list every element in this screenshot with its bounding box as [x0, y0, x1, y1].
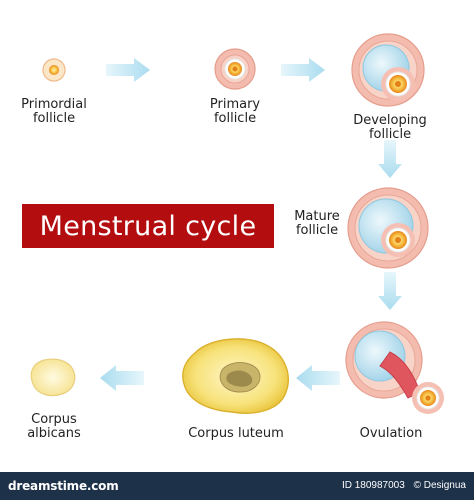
primordial-follicle-illustration: [42, 58, 66, 82]
footer-credit: © Designua: [413, 480, 466, 491]
footer-id: ID 180987003: [341, 480, 405, 491]
label-mature-line2: follicle: [295, 223, 339, 238]
arrow-primary-to-developing: [281, 58, 325, 82]
label-ovulation-line1: Ovulation: [359, 426, 423, 441]
ovulation-illustration: [345, 321, 444, 414]
arrow-mature-to-ovulation: [378, 272, 402, 310]
label-albicans-line2: albicans: [27, 426, 81, 441]
label-primordial-line1: Primordial: [21, 97, 87, 112]
footer-bar: dreamstime.com ID 180987003 © Designua: [0, 472, 474, 500]
label-primordial-line2: follicle: [32, 111, 76, 126]
diagram-art: [30, 33, 444, 414]
label-developing-line2: follicle: [368, 127, 412, 142]
label-mature-line1: Mature: [294, 209, 340, 224]
diagram-stage: Primordial follicle Primary follicle Dev…: [4, 33, 444, 441]
footer-meta: ID 180987003 © Designua: [336, 480, 466, 491]
label-primary-line1: Primary: [209, 97, 261, 112]
label-primary-follicle: Primary follicle: [185, 98, 285, 126]
label-developing-follicle: Developing follicle: [338, 114, 442, 142]
corpus-luteum-illustration: [182, 338, 289, 414]
arrow-luteum-to-albicans: [100, 365, 144, 391]
mature-follicle-illustration: [347, 187, 429, 269]
label-corpus-albicans: Corpus albicans: [6, 413, 102, 441]
arrow-ovulation-to-luteum: [296, 365, 340, 391]
arrow-primordial-to-primary: [106, 58, 150, 82]
label-primordial-follicle: Primordial follicle: [4, 98, 104, 126]
label-developing-line1: Developing: [353, 113, 427, 128]
label-corpus-luteum: Corpus luteum: [176, 427, 296, 441]
arrow-developing-to-mature: [378, 140, 402, 178]
corpus-albicans-illustration: [30, 358, 76, 397]
label-primary-line2: follicle: [213, 111, 257, 126]
label-ovulation: Ovulation: [346, 427, 436, 441]
developing-follicle-illustration: [351, 33, 425, 107]
label-mature-follicle: Mature follicle: [282, 210, 352, 238]
label-albicans-line1: Corpus: [31, 412, 77, 427]
label-luteum-line1: Corpus luteum: [188, 426, 284, 441]
primary-follicle-illustration: [214, 48, 256, 90]
footer-brand: dreamstime.com: [8, 479, 119, 493]
title-banner: Menstrual cycle: [22, 204, 274, 248]
